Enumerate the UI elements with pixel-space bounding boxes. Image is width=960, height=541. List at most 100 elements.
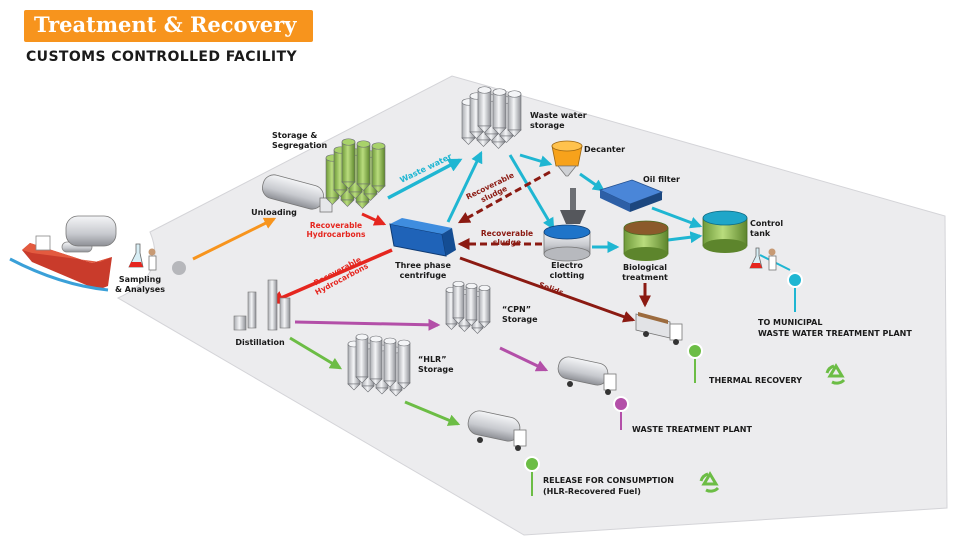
arrow-to-electro <box>508 154 555 231</box>
silo <box>452 283 465 319</box>
arrow-solids <box>459 256 636 323</box>
silo <box>478 287 491 323</box>
arrow-decanter-to-oilfilter <box>579 172 605 192</box>
arrow-distillation-to-hlr <box>289 336 343 370</box>
silo-cone <box>383 380 397 388</box>
destination-pin-release <box>524 456 540 496</box>
silo <box>477 89 492 127</box>
silo-cone <box>465 319 478 326</box>
recycle-icon <box>699 471 720 493</box>
label-decanter: Decanter <box>584 145 625 154</box>
dest-label-thermal: THERMAL RECOVERY <box>709 376 802 385</box>
destination-pin-thermal <box>687 343 703 383</box>
silo-cone <box>340 199 355 207</box>
silo-top <box>369 335 383 343</box>
recycle-icon <box>825 363 846 385</box>
arrow-bio-to-control <box>667 231 703 244</box>
silo <box>355 336 369 378</box>
sampling-marker <box>172 261 186 275</box>
silo-cone <box>477 125 492 133</box>
silo <box>397 342 411 384</box>
silo-cone <box>341 181 356 189</box>
page-subtitle: CUSTOMS CONTROLLED FACILITY <box>26 49 297 65</box>
silo-cone <box>445 323 458 330</box>
silo <box>341 141 356 183</box>
cpn-storage-silos <box>445 280 491 334</box>
silo-cone <box>355 376 369 384</box>
truck-icon-hlr <box>467 410 527 451</box>
silo-cone <box>484 133 499 141</box>
flask-icon-control <box>749 247 777 271</box>
three-phase-centrifuge <box>389 218 456 257</box>
tanker-ship-icon <box>9 215 117 292</box>
storage-silos <box>325 138 386 209</box>
arrow-centrifuge-to-distillation <box>269 248 393 304</box>
facility-platform <box>116 75 948 536</box>
silo <box>465 285 478 321</box>
arrow-decanter-sludge <box>457 170 551 224</box>
oil-filter <box>598 179 664 212</box>
silo-top <box>341 138 356 146</box>
silo <box>383 340 397 382</box>
silo-top <box>355 333 369 341</box>
silo-top <box>465 282 478 290</box>
silo-cone <box>389 389 403 397</box>
label-unloading: Unloading <box>251 208 297 217</box>
silo-cone <box>469 131 484 139</box>
electro-clotting-tank <box>543 224 591 262</box>
silo-cone <box>471 327 484 334</box>
truck-icon-solids <box>635 312 683 345</box>
label-oil-filter: Oil filter <box>643 175 680 184</box>
silo-cone <box>361 385 375 393</box>
silo-cone <box>355 201 370 209</box>
hlr-storage-silos <box>347 333 411 397</box>
silo <box>369 338 383 380</box>
silo-top <box>477 86 492 94</box>
arrow-hlr-to-truck <box>404 400 461 426</box>
silo-cone <box>369 378 383 386</box>
silo-top <box>383 337 397 345</box>
arrow-storage-to-centrifuge <box>361 212 387 226</box>
silo-cone <box>375 387 389 395</box>
silo <box>356 143 371 185</box>
arrow-unloading <box>192 217 277 261</box>
silo-cone <box>492 127 507 135</box>
arrow-oilfilter-to-control <box>651 206 703 229</box>
silo-cone <box>491 141 506 149</box>
header-badge <box>24 10 313 42</box>
silo-cone <box>499 135 514 143</box>
silo-cone <box>371 185 386 193</box>
label-distillation: Distillation <box>235 338 285 347</box>
decanter-tank <box>551 140 583 177</box>
silo-cone <box>348 191 363 199</box>
silo-cone <box>347 383 361 391</box>
funnel-equipment <box>560 188 586 224</box>
arrow-to-decanter <box>519 153 553 167</box>
silo-cone <box>461 137 476 145</box>
destination-pin-municipal <box>787 272 803 312</box>
dest-label-waste-plant: WASTE TREATMENT PLANT <box>632 425 752 434</box>
waste-water-silos <box>461 86 522 149</box>
arrow-cpn-to-truck <box>499 346 549 372</box>
unloading-tanker-truck <box>262 174 333 213</box>
silo-cone <box>333 189 348 197</box>
silo-cone <box>452 317 465 324</box>
dest-label-release: RELEASE FOR CONSUMPTION(HLR-Recovered Fu… <box>543 476 674 496</box>
arrow-centrifuge-to-storage <box>446 150 483 223</box>
distillation-columns <box>233 279 291 331</box>
silo-top <box>478 284 491 292</box>
silo-cone <box>476 139 491 147</box>
silo <box>371 145 386 187</box>
label-sampling: Sampling& Analyses <box>115 275 165 294</box>
silo-top <box>507 90 522 98</box>
silo-cone <box>356 183 371 191</box>
arrow-distillation-to-cpn <box>294 318 441 331</box>
